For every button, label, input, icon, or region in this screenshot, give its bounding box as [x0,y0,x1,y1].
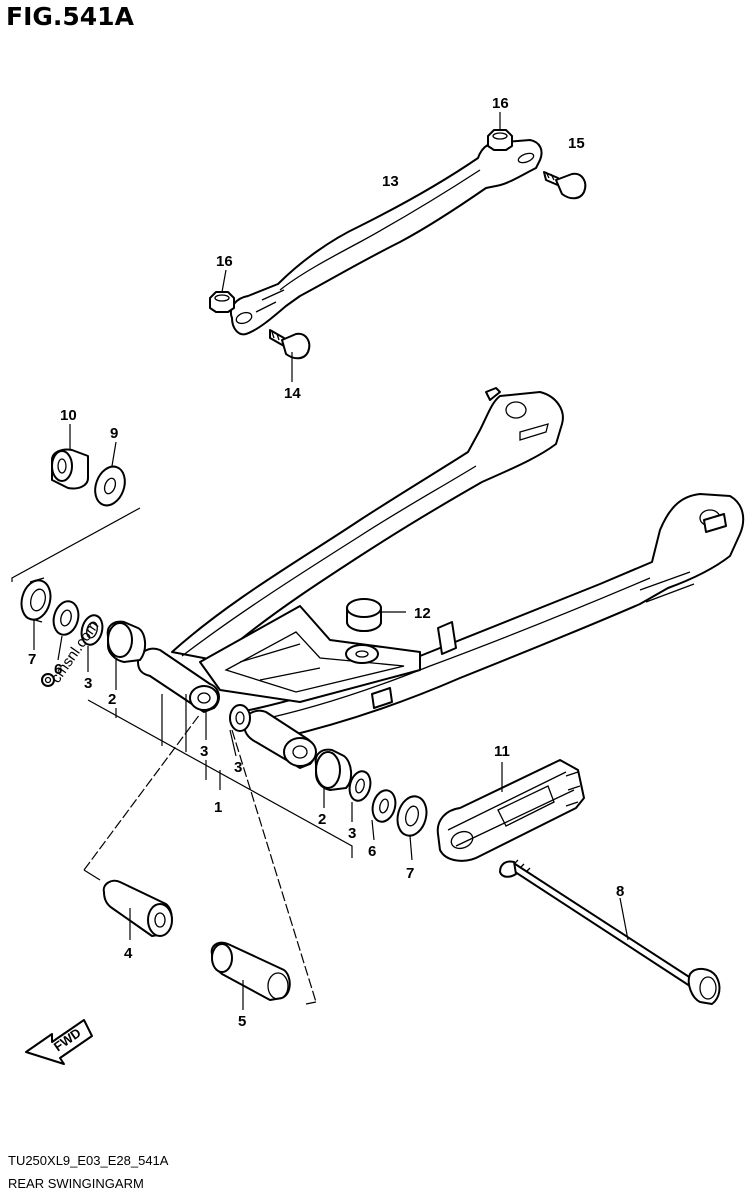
callout-3-center-right: 3 [234,759,242,776]
bearing-3-right [348,770,372,802]
callout-7-right: 7 [406,865,414,882]
callout-14: 14 [284,385,301,402]
nut-10 [51,448,89,490]
callout-2-right: 2 [318,811,326,828]
bolt-15 [543,171,587,200]
nut-16-upper [487,129,513,151]
callout-3-left: 3 [84,675,92,692]
bearing-3-center [229,704,251,732]
diagram-code: TU250XL9_E03_E28_541A [8,1153,169,1168]
cap-small [41,673,55,687]
swingarm-1 [137,387,745,769]
washer-6-right [371,789,397,823]
bearing-3-left [80,614,104,646]
pivot-shaft-8 [499,859,721,1005]
collar-4 [102,879,173,937]
bolt-14 [269,329,311,360]
diagram-caption: REAR SWINGINGARM [8,1176,144,1191]
callout-2-left: 2 [108,691,116,708]
callout-11: 11 [494,743,510,760]
callout-12: 12 [414,605,431,622]
oil-seal-7-left [20,577,52,623]
bumper-12 [345,598,382,664]
callout-3-center: 3 [200,743,208,760]
sleeve-5 [210,941,291,1001]
callout-4: 4 [124,945,133,962]
callout-16-upper: 16 [492,95,509,112]
callout-13: 13 [382,173,399,190]
leader-lines [11,112,629,1010]
callout-6-left: 6 [54,661,62,678]
callout-3-right: 3 [348,825,356,842]
torque-link-13 [230,139,543,336]
callout-9: 9 [110,425,118,442]
callout-1: 1 [214,799,222,816]
callout-numbers: 16 15 13 16 14 10 9 12 7 6 3 2 3 3 1 11 … [28,95,624,1030]
spacer-2-left [106,620,146,663]
callout-7-left: 7 [28,651,36,668]
forward-arrow-icon: FWD [25,1019,93,1065]
oil-seal-7-right [396,795,428,837]
callout-10: 10 [60,407,77,424]
spacer-2-right [314,748,352,791]
nut-16-lower [209,291,235,313]
callout-15: 15 [568,135,585,152]
callout-5: 5 [238,1013,246,1030]
callout-16-lower: 16 [216,253,233,270]
washer-6-left [52,600,80,636]
callout-6-right: 6 [368,843,376,860]
figure-title: FIG.541A [6,2,134,31]
callout-8: 8 [616,883,624,900]
chain-guard-11 [436,759,585,862]
washer-9 [94,465,126,507]
